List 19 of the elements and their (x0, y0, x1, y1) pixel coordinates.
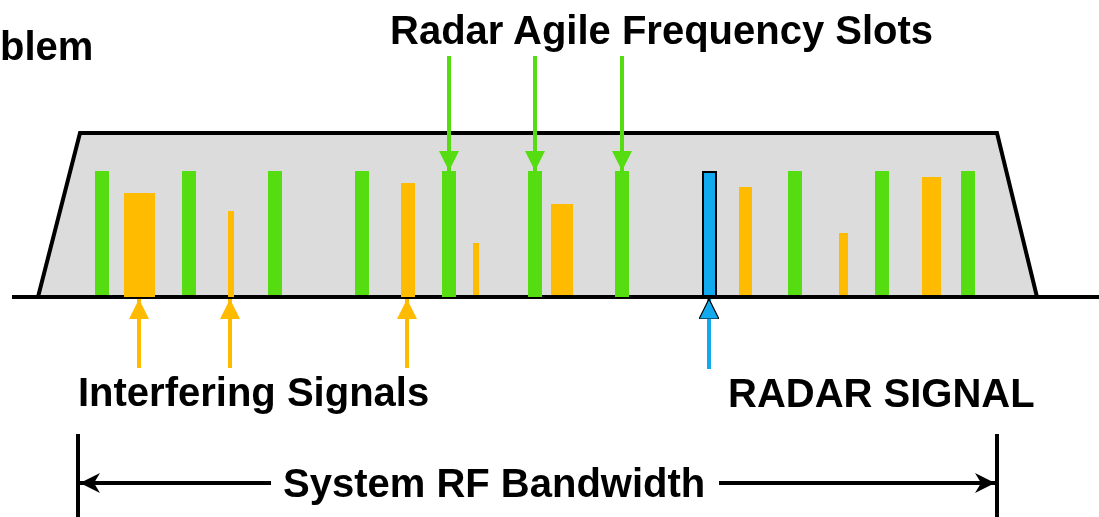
signal-bar (528, 171, 542, 297)
signal-bar (442, 171, 456, 297)
signal-bar (124, 193, 155, 297)
callout-text: Interfering Signals (78, 370, 430, 414)
callout-text: RADAR SIGNAL (728, 371, 1035, 415)
leader-arrow (698, 298, 720, 369)
leader-arrow (439, 56, 459, 171)
leader-arrow (525, 56, 545, 171)
leader-arrow (612, 56, 632, 171)
leader-arrow (220, 299, 240, 368)
leader-arrow (129, 299, 149, 368)
signal-bar (615, 171, 629, 297)
signal-bar (401, 183, 415, 297)
signal-bar (228, 211, 234, 297)
dimension-label: System RF Bandwidth (283, 461, 706, 505)
leader-arrow (397, 299, 417, 368)
heading-text: blem (0, 24, 94, 68)
callout-text: Radar Agile Frequency Slots (390, 8, 934, 52)
signal-bar (702, 171, 717, 297)
